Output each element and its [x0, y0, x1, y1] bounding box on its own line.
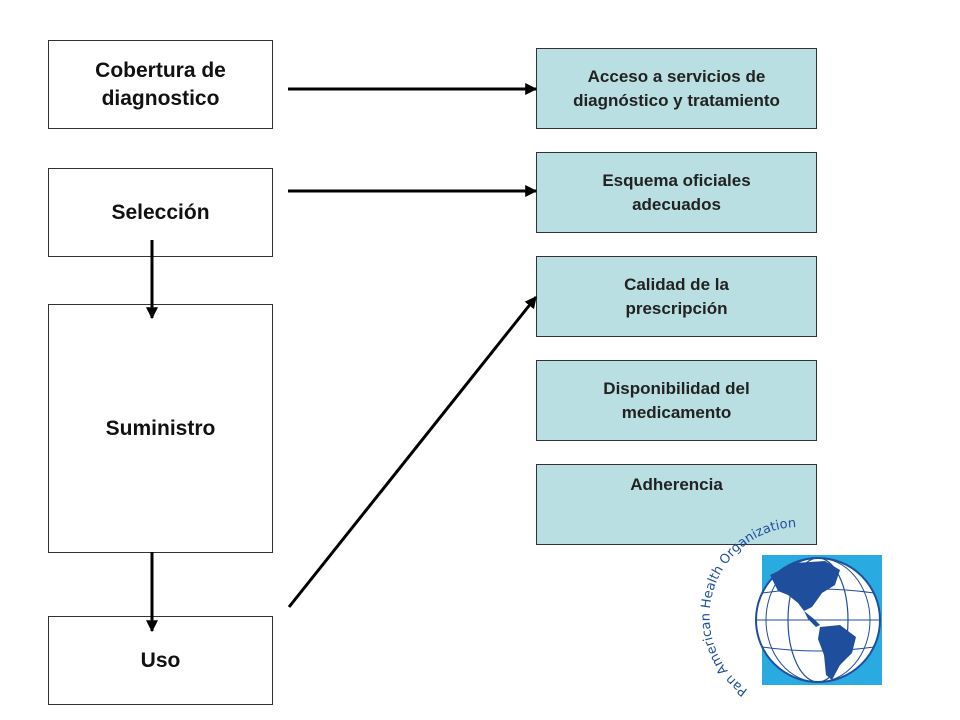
box-uso: Uso	[48, 616, 273, 705]
box-suministro-label: Suministro	[105, 416, 216, 440]
box-disponibilidad-label: Disponibilidad del medicamento	[603, 378, 750, 422]
paho-globe-icon	[755, 557, 881, 683]
box-adherencia: Adherencia	[536, 464, 817, 545]
box-seleccion: Selección	[48, 168, 273, 257]
arrow-uso-to-calidad	[287, 296, 538, 608]
box-acceso-label: Acceso a servicios de diagnóstico y trat…	[573, 66, 780, 110]
paho-logo: Pan American Health Organization	[700, 516, 882, 699]
box-disponibilidad-medicamento: Disponibilidad del medicamento	[536, 360, 817, 441]
box-calidad-label: Calidad de la prescripción	[624, 274, 729, 318]
box-suministro: Suministro	[48, 304, 273, 553]
box-esquema-oficiales: Esquema oficiales adecuados	[536, 152, 817, 233]
box-acceso-servicios: Acceso a servicios de diagnóstico y trat…	[536, 48, 817, 129]
box-esquema-label: Esquema oficiales adecuados	[602, 170, 751, 214]
box-cobertura-diagnostico: Cobertura de diagnostico	[48, 40, 273, 129]
box-seleccion-label: Selección	[111, 200, 210, 224]
box-adherencia-label: Adherencia	[630, 475, 723, 494]
box-cobertura-label: Cobertura de diagnostico	[95, 59, 226, 110]
box-uso-label: Uso	[140, 648, 181, 672]
